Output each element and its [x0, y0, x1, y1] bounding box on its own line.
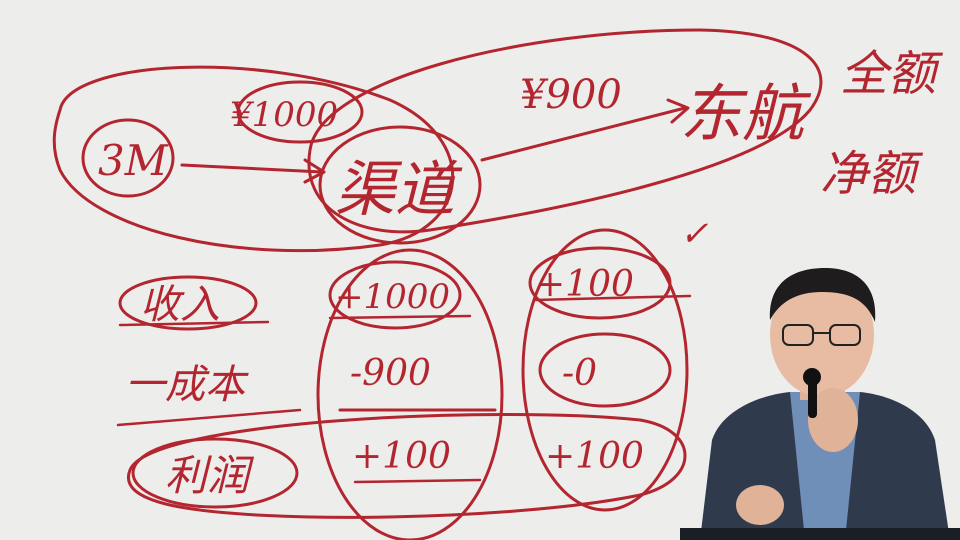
ink-circle-net-cost [538, 332, 672, 408]
ink-ellipse-right-flow [307, 28, 823, 234]
row-label-profit: 利润 [165, 451, 255, 500]
ink-circle-left-node [81, 118, 175, 198]
ink-circle-top-amount [236, 80, 364, 144]
check-mark: ✓ [680, 214, 709, 254]
ink-ellipse-net-column [521, 228, 689, 512]
left-node-text: 3M [98, 136, 169, 185]
desk-edge [680, 528, 960, 540]
ink-circle-revenue-label [118, 275, 258, 331]
presenter-hair [769, 268, 876, 322]
ink-underline-revenue [118, 320, 270, 327]
right-amount-text: ¥900 [520, 72, 622, 118]
glasses-icon [782, 324, 861, 346]
ink-circle-profit-label [131, 437, 299, 509]
row-label-cost: 一成本 [125, 362, 249, 408]
ink-underline-net-top [533, 294, 692, 302]
presenter-hand-left [736, 485, 784, 525]
ink-arrow-to-middle [180, 158, 326, 184]
presenter-hand-mic [808, 388, 858, 452]
presenter-face [770, 273, 874, 397]
gross-value-cost: -900 [350, 353, 431, 394]
right-node-text: 东航 [680, 77, 812, 150]
top-amount-text: ¥1000 [230, 95, 338, 135]
ink-ellipse-gross-column [316, 248, 504, 540]
ink-circle-gross-top [328, 260, 462, 330]
presenter [680, 268, 960, 540]
ink-ellipse-profit-row [127, 412, 687, 519]
right-note-2: 净额 [820, 146, 924, 202]
net-value-profit: +100 [545, 436, 644, 477]
ink-circle-middle-node [318, 125, 482, 245]
middle-node-text: 渠道 [335, 155, 463, 225]
ink-underline-cost [116, 408, 302, 427]
gross-value-revenue: +1000 [335, 277, 450, 317]
ink-arrow-to-right [480, 98, 690, 162]
net-value-cost: -0 [562, 353, 597, 394]
gross-value-profit: +100 [352, 436, 451, 477]
right-note-1: 全额 [840, 46, 944, 102]
ink-underline-gross-profit [353, 478, 482, 484]
row-label-revenue: 收入 [140, 282, 220, 328]
microphone-icon [803, 368, 821, 418]
ink-ellipse-left-flow [52, 65, 455, 253]
ink-circle-net-top [528, 246, 672, 320]
ink-underline-gross-top [328, 314, 472, 320]
